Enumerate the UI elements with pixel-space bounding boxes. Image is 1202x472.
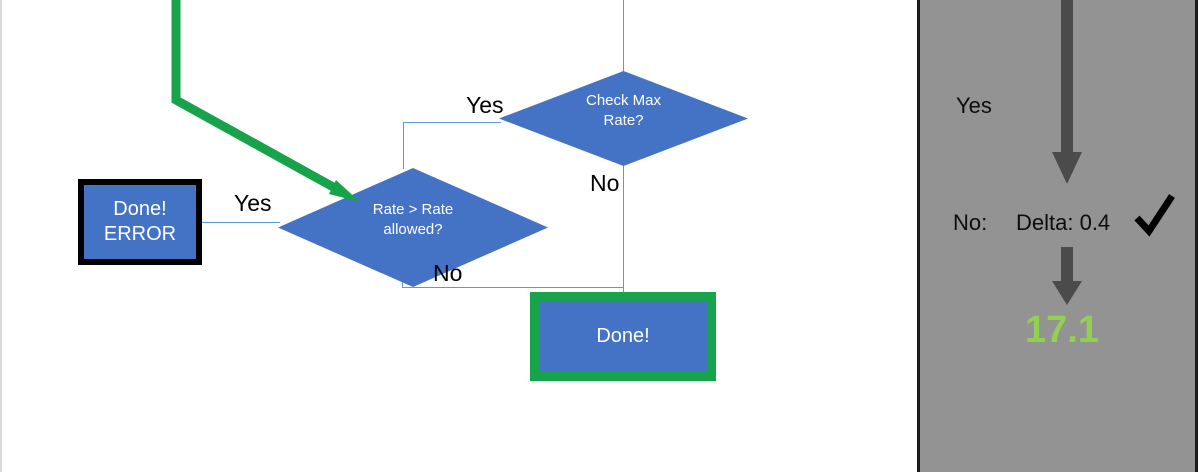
connector-top-to-check-max-rate [623,0,624,72]
panel-yes-label: Yes [956,93,992,118]
panel-delta-label: Delta: 0.4 [1016,210,1111,235]
panel-arrow-top [1052,0,1082,184]
panel-no-label: No: [953,210,988,235]
terminator-done-error-label-line1: Done! [113,198,167,220]
trace-panel: Yes No: Delta: 0.4 17.1 [917,0,1198,472]
terminator-done-error-label-line2: ERROR [103,223,177,245]
connector-check-max-rate-yes-horizontal [403,122,501,123]
terminator-done-error[interactable]: Done! ERROR [78,179,202,265]
panel-arrow-bottom [1052,247,1082,305]
branch-label-check-max-rate-no: No [590,170,620,196]
connector-rate-allowed-no-horizontal [402,287,624,288]
panel-result-value: 17.1 [1025,309,1099,351]
connector-rate-allowed-yes-horizontal [202,222,280,223]
connector-check-max-rate-yes-vertical [403,122,404,169]
connector-check-max-rate-no-vertical [623,165,624,293]
terminator-done[interactable]: Done! [530,292,716,381]
branch-label-check-max-rate-yes: Yes [466,92,504,118]
branch-label-rate-allowed-yes: Yes [234,190,272,216]
check-icon [1134,194,1175,237]
terminator-done-label: Done! [596,325,650,347]
branch-label-rate-allowed-no: No [433,260,463,286]
